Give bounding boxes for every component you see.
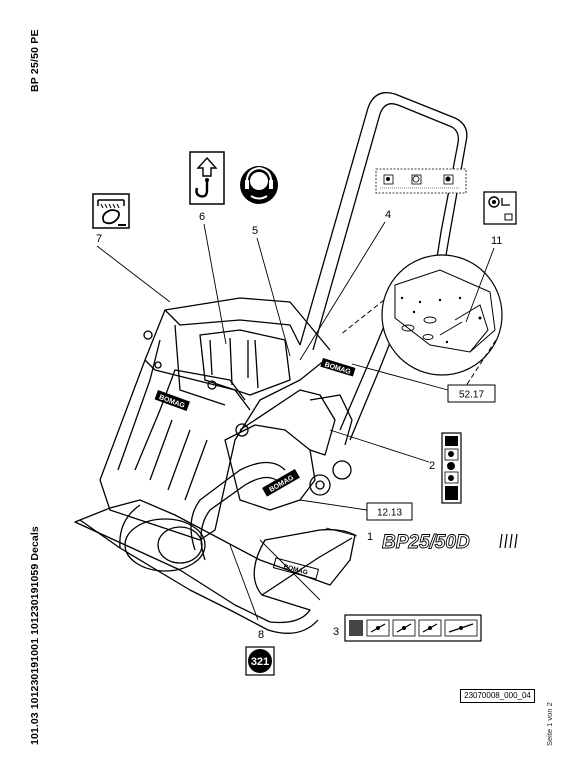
decal-warning-strip: [441, 432, 462, 504]
svg-text:321: 321: [251, 656, 269, 668]
leader-line-52-17: [351, 363, 449, 391]
machine-frame: [99, 297, 353, 572]
callout-labels: 7 6 5 4 11 2 1 3 8: [96, 209, 502, 641]
bomag-logo-side: BOMAG: [262, 469, 300, 497]
callout-3: 3: [333, 626, 339, 638]
drawing-number-box: 23070008_000_04: [460, 689, 535, 703]
bomag-logo-handle: BOMAG: [320, 358, 356, 377]
decal-instruction-strip: [344, 614, 482, 642]
leader-lines: [96, 221, 495, 621]
decal-lifting-point: [189, 151, 225, 205]
leader-line-7: [203, 223, 227, 345]
decal-oil-level: [483, 191, 517, 225]
boxed-callout-52-17: 52.17: [447, 384, 496, 403]
svg-text:BP25/50D: BP25/50D: [382, 532, 470, 553]
bomag-logo-front: BOMAG: [154, 390, 190, 412]
leader-line-6: [229, 544, 259, 621]
callout-6: 8: [258, 629, 264, 641]
decal-tie-down-point: [92, 193, 130, 229]
callout-11: 11: [491, 235, 502, 247]
leader-line-2: [329, 429, 430, 463]
svg-text:12.13: 12.13: [377, 508, 402, 519]
callout-7: 6: [199, 211, 205, 223]
callout-5: 5: [252, 225, 258, 237]
callout-4: 4: [385, 209, 391, 221]
boxed-callout-12-13: 12.13: [366, 502, 413, 521]
callout-1: 1: [367, 531, 373, 543]
leader-line-8: [96, 245, 171, 303]
svg-text:52.17: 52.17: [459, 390, 484, 401]
decal-sound-power-level: 321: [245, 646, 275, 676]
decal-model-name: BP25/50D: [382, 532, 518, 553]
leader-line-3: [259, 539, 321, 601]
base-plate: [74, 499, 356, 634]
detail-view-circle: [339, 254, 503, 396]
callout-8: 7: [96, 233, 102, 245]
decal-ear-protection: [240, 166, 278, 204]
callout-2: 2: [429, 460, 435, 472]
leader-line-12-13: [299, 499, 368, 511]
decal-control-strip: [375, 168, 467, 194]
leader-line-5: [256, 237, 291, 357]
leader-line-1: [325, 527, 358, 537]
leader-line-4: [299, 221, 386, 361]
leader-line-11: [465, 247, 495, 323]
